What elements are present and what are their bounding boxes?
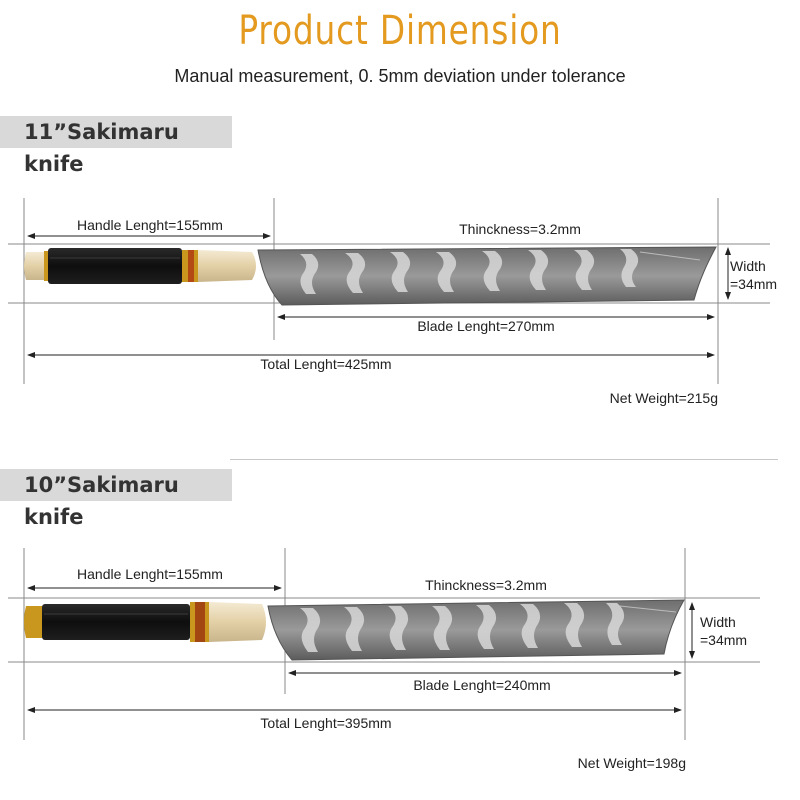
handle-length-label: Handle Lenght=155mm <box>77 566 223 582</box>
total-length-label: Total Lenght=395mm <box>260 715 391 731</box>
handle-length-label: Handle Lenght=155mm <box>77 217 223 233</box>
thickness-label: Thinckness=3.2mm <box>459 221 581 237</box>
width-value: =34mm <box>730 276 777 292</box>
thickness-label: Thinckness=3.2mm <box>425 577 547 593</box>
knife-1-group: Handle Lenght=155mm Thinckness=3.2mm Wid… <box>8 198 777 406</box>
section-divider <box>230 459 778 460</box>
blade-edge-line <box>639 251 701 261</box>
handle-image <box>24 602 266 642</box>
knife-2-group: Handle Lenght=155mm Thinckness=3.2mm Wid… <box>8 548 760 771</box>
width-value: =34mm <box>700 632 747 648</box>
page-subtitle: Manual measurement, 0. 5mm deviation und… <box>174 66 626 86</box>
net-weight-label: Net Weight=215g <box>610 390 718 406</box>
handle-image <box>24 248 256 284</box>
net-weight-label: Net Weight=198g <box>578 755 686 771</box>
knife-1-name-banner: 11”Sakimaru knife <box>0 116 232 176</box>
blade-length-label: Blade Lenght=270mm <box>417 318 554 334</box>
damascus-pattern <box>300 603 625 652</box>
total-length-label: Total Lenght=425mm <box>260 356 391 372</box>
width-label: Width <box>700 614 736 630</box>
damascus-pattern <box>300 249 639 294</box>
page-title: Product Dimension <box>238 8 562 54</box>
blade-edge-line <box>619 605 677 613</box>
knife-2-name-banner: 10”Sakimaru knife <box>0 469 232 529</box>
blade-length-label: Blade Lenght=240mm <box>413 677 550 693</box>
width-label: Width <box>730 258 766 274</box>
